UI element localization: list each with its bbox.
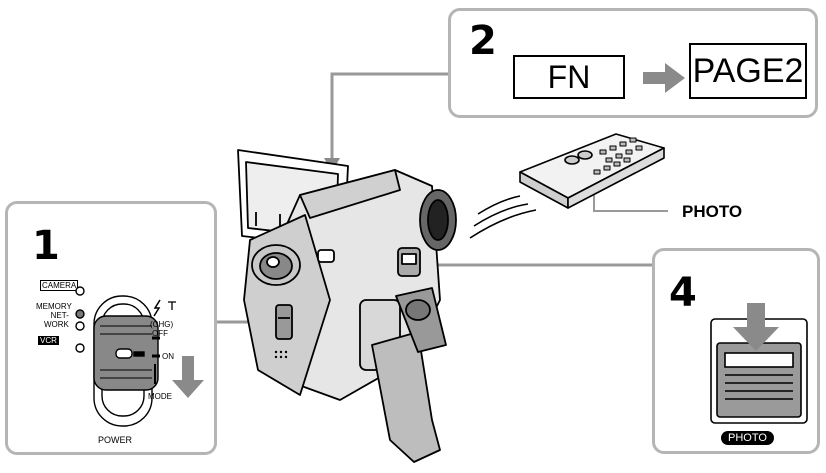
memory-mode-label: MEMORY xyxy=(36,302,72,311)
step2-panel: 2 FN PAGE2 xyxy=(448,8,818,118)
camera-mode-label: CAMERA xyxy=(40,280,79,291)
chg-label: (CHG) xyxy=(150,320,174,329)
step1-panel: 1 CAMERA MEMORY NET- WORK VCR xyxy=(5,201,217,455)
network-mode-label: NET- WORK xyxy=(44,311,69,329)
photo-callout-label: PHOTO xyxy=(682,202,743,221)
photo-badge: PHOTO xyxy=(721,431,774,445)
step4-number: 4 xyxy=(669,270,697,316)
right-arrow-icon xyxy=(643,63,685,93)
power-switch-illustration xyxy=(75,286,204,427)
press-arrow-icon xyxy=(733,303,779,351)
on-label: ON xyxy=(162,352,174,361)
page2-button[interactable]: PAGE2 xyxy=(689,43,807,99)
power-label: POWER xyxy=(98,435,133,445)
step2-number: 2 xyxy=(469,18,497,64)
down-arrow-icon xyxy=(172,356,204,398)
mode-label: MODE xyxy=(148,392,172,401)
step1-number: 1 xyxy=(32,223,60,269)
off-label: OFF xyxy=(152,329,168,338)
photo-button-illustration xyxy=(710,303,808,424)
fn-button[interactable]: FN xyxy=(513,55,625,99)
connector-step2 xyxy=(330,72,448,162)
step4-panel: 4 PHOTO xyxy=(652,248,820,454)
vcr-mode-label: VCR xyxy=(38,336,59,345)
